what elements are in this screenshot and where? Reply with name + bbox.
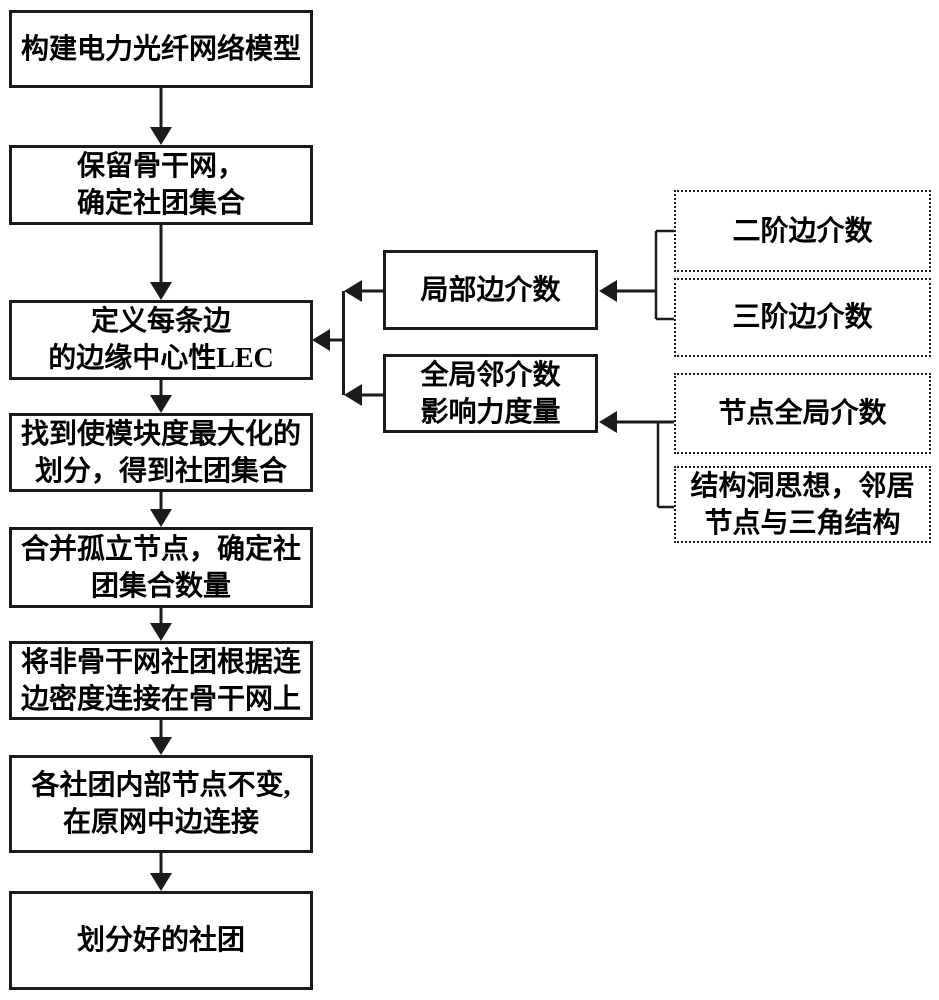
arrow-connect-to-internal — [150, 720, 172, 755]
arrow-merge-to-connect — [150, 608, 172, 641]
flow-box-retain-backbone: 保留骨干网， 确定社团集合 — [9, 145, 313, 225]
arrow-modularity-to-merge — [150, 492, 172, 527]
connector-global-influence-inputs — [599, 411, 675, 509]
arrow-lec-to-modularity — [150, 380, 172, 413]
flow-box-merge-isolated-nodes: 合并孤立节点，确定社 团集合数量 — [9, 527, 313, 608]
input-box-node-global-betweenness: 节点全局介数 — [674, 373, 931, 454]
input-box-structural-hole-triangle: 结构洞思想，邻居 节点与三角结构 — [674, 466, 931, 543]
flow-box-define-lec: 定义每条边 的边缘中心性LEC — [9, 300, 313, 380]
factor-box-local-edge-betweenness: 局部边介数 — [383, 250, 598, 330]
flow-box-build-network-model: 构建电力光纤网络模型 — [9, 10, 313, 88]
arrow-internal-to-final — [150, 853, 172, 891]
flow-box-connect-non-backbone: 将非骨干网社团根据连 边密度连接在骨干网上 — [9, 641, 313, 720]
input-box-third-order-edge-betweenness: 三阶边介数 — [674, 278, 931, 357]
factor-box-global-neighbor-influence: 全局邻介数 影响力度量 — [383, 354, 598, 433]
flow-box-maximize-modularity: 找到使模块度最大化的 划分，得到社团集合 — [9, 413, 313, 492]
input-box-second-order-edge-betweenness: 二阶边介数 — [674, 190, 931, 272]
flow-box-final-communities: 划分好的社团 — [9, 891, 313, 990]
bracket-edge-betweenness-orders — [599, 229, 675, 321]
junction-connector-lec — [312, 280, 383, 406]
arrow-retain-to-lec — [150, 225, 172, 300]
flow-box-keep-internal-nodes: 各社团内部节点不变, 在原网中边连接 — [9, 755, 313, 853]
arrow-build-to-retain — [150, 88, 172, 145]
